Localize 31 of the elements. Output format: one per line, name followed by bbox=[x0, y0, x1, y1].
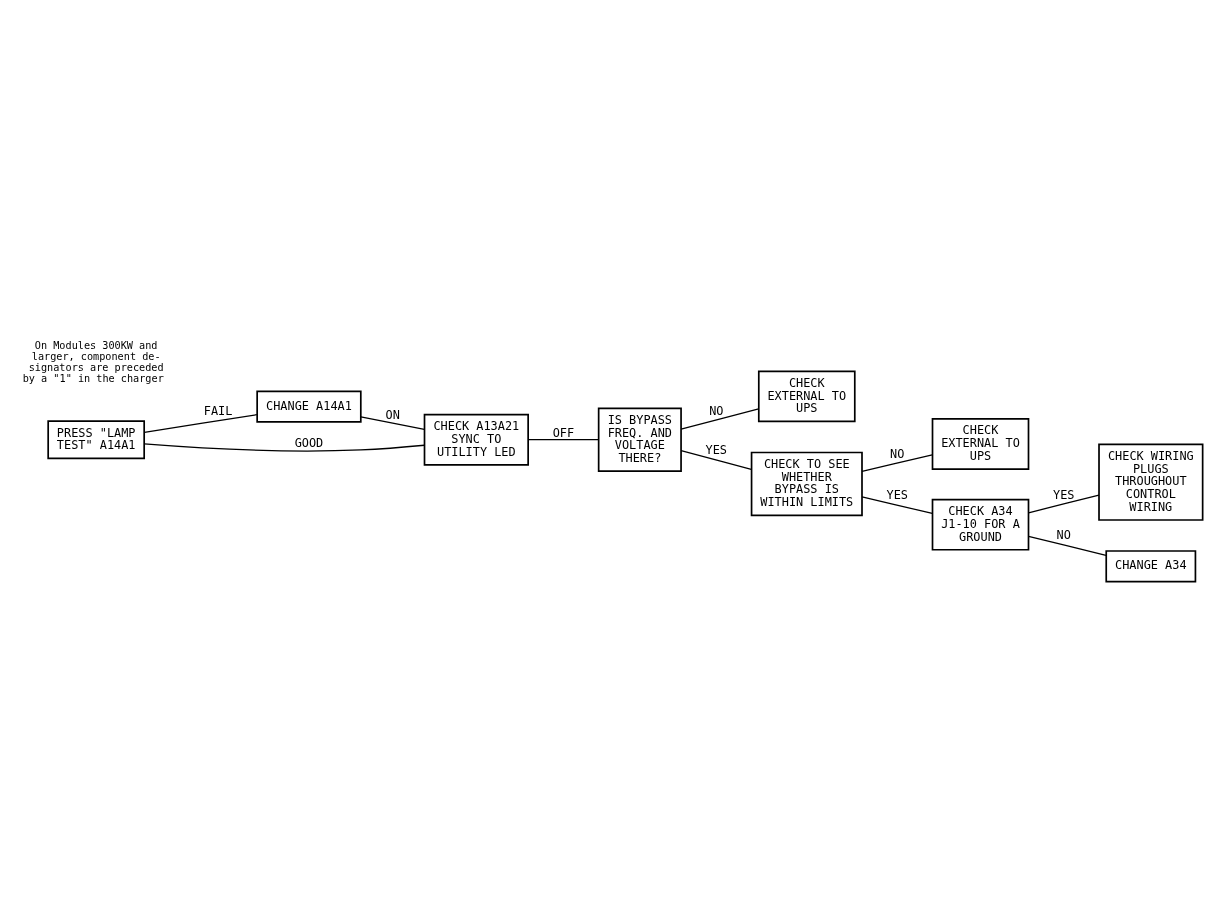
edge-label: NO bbox=[709, 404, 724, 419]
edge-label: OFF bbox=[552, 425, 575, 440]
connector bbox=[360, 416, 425, 431]
node-box: CHANGE A34 bbox=[1105, 550, 1197, 583]
connector bbox=[1027, 494, 1100, 514]
edge-label: GOOD bbox=[294, 435, 324, 450]
connector bbox=[527, 439, 600, 441]
connector bbox=[680, 449, 752, 470]
node-box: IS BYPASS FREQ. AND VOLTAGE THERE? bbox=[597, 407, 682, 473]
edge-label: ON bbox=[385, 407, 400, 422]
connector bbox=[143, 443, 426, 452]
node-box: PRESS "LAMP TEST" A14A1 bbox=[47, 420, 145, 460]
node-box: CHECK A13A21 SYNC TO UTILITY LED bbox=[423, 413, 529, 466]
edge-label: NO bbox=[1056, 528, 1071, 543]
node-box: CHANGE A14A1 bbox=[256, 390, 362, 423]
connector bbox=[1027, 535, 1107, 557]
node-box: CHECK A34 J1-10 FOR A GROUND bbox=[931, 498, 1030, 551]
node-box: CHECK WIRING PLUGS THROUGHOUT CONTROL WIRING bbox=[1098, 443, 1204, 521]
edge-label: YES bbox=[705, 443, 728, 458]
node-box: CHECK EXTERNAL TO UPS bbox=[931, 418, 1030, 470]
node-box: CHECK TO SEE WHETHER BYPASS IS WITHIN LIMITS bbox=[750, 451, 863, 517]
node-box: CHECK EXTERNAL TO UPS bbox=[757, 370, 856, 423]
label: On Modules 300KW and larger, component de- signators are preceded by a "1" in the charger bbox=[22, 339, 164, 384]
connector bbox=[680, 408, 760, 430]
edge-label: YES bbox=[1053, 487, 1075, 502]
connector bbox=[143, 414, 258, 433]
edge-label: YES bbox=[886, 488, 908, 503]
edge-label: NO bbox=[890, 446, 905, 461]
edge-label: FAIL bbox=[203, 404, 233, 419]
connector bbox=[861, 454, 933, 472]
connector bbox=[861, 496, 933, 515]
